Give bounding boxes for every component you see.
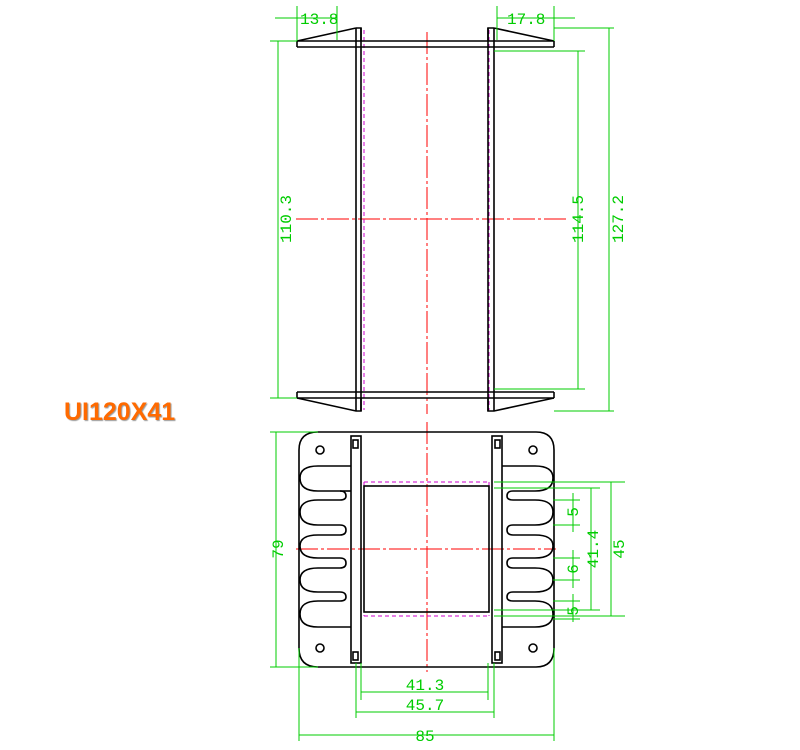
top-flange-left-tab xyxy=(296,27,362,42)
right-fins xyxy=(502,465,554,628)
dim-slot-c: 5 xyxy=(565,606,583,616)
mounting-hole-bottom-right xyxy=(528,643,538,653)
top-view xyxy=(296,27,566,414)
left-fin-outline xyxy=(299,465,351,628)
bottom-view xyxy=(296,422,556,672)
dim-slot-a: 5 xyxy=(565,507,583,517)
model-label: UI120X41 xyxy=(64,398,176,426)
bottom-flange-left-tab xyxy=(296,397,362,412)
dim-window-height: 41.4 xyxy=(585,530,603,568)
right-wall xyxy=(491,435,503,664)
right-pin-top xyxy=(494,439,501,449)
bottom-window xyxy=(363,485,490,613)
right-fin-outline xyxy=(502,465,554,628)
dim-overall-window: 45 xyxy=(611,539,629,558)
dim-bottom-height: 79 xyxy=(270,539,288,558)
dim-top-left-flange: 13.8 xyxy=(300,11,338,29)
dim-slot-b: 6 xyxy=(565,564,583,574)
top-view-dimensions: 13.8 17.8 110.3 114.5 127.2 xyxy=(270,6,628,412)
mounting-hole-top-left xyxy=(315,445,325,455)
left-pin-bottom xyxy=(352,651,359,661)
bottom-flange-right-tab xyxy=(487,397,555,412)
left-fins xyxy=(299,465,351,628)
left-pin-top xyxy=(352,439,359,449)
right-pin-bottom xyxy=(494,651,501,661)
mounting-hole-top-right xyxy=(528,445,538,455)
dim-overall-width: 85 xyxy=(415,728,434,746)
top-flange-right-tab xyxy=(487,27,555,42)
dim-top-right-flange: 17.8 xyxy=(507,11,545,29)
dim-overall-height: 127.2 xyxy=(610,195,628,243)
dim-middle-width: 45.7 xyxy=(406,697,444,715)
dim-inner-width: 41.3 xyxy=(406,677,444,695)
dim-left-height: 110.3 xyxy=(278,195,296,243)
bottom-outer-body xyxy=(298,431,555,668)
dim-inner-height: 114.5 xyxy=(570,195,588,243)
mounting-hole-bottom-left xyxy=(315,643,325,653)
bottom-view-dimensions: 79 45 41.4 5 6 5 41.3 45.7 xyxy=(270,431,629,746)
